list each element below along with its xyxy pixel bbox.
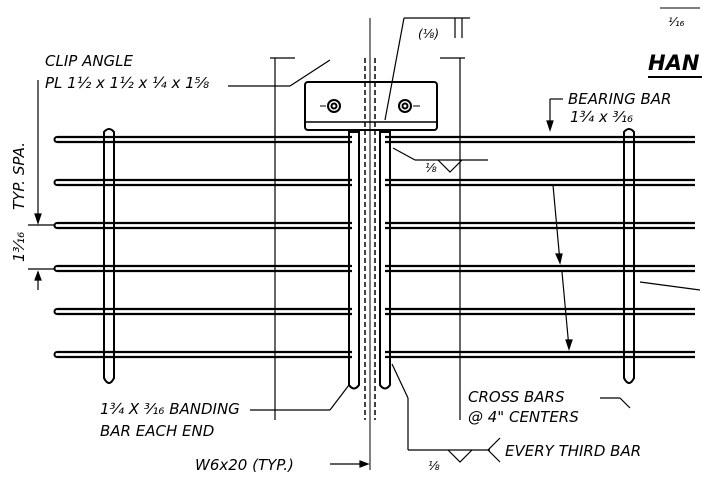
bearing-bar-title: BEARING BAR [568,90,671,108]
clip-angle-plate [304,81,438,131]
every-third-bar-label: EVERY THIRD BAR [505,442,641,460]
bearing-bar-size: 1¾ x ³⁄₁₆ [570,108,633,126]
partial-fraction: ¹⁄₁₆ [668,15,685,29]
right-edge-leader [639,281,701,291]
spacing-dimension-label: 1³⁄₁₆ [10,232,28,262]
banding-leader [250,384,350,411]
beam-outline [270,57,465,420]
banding-bar-center-right [379,131,391,390]
clip-angle-leader [228,59,331,87]
weld-symbol-bottom [391,363,501,463]
banding-bar-label-line2: BAR EACH END [100,422,214,440]
clip-angle-title: CLIP ANGLE [45,52,134,70]
weld-size-mid: ⅛ [425,161,437,175]
typ-spa-label: TYP. SPA. [10,142,28,210]
banding-bar-label-line1: 1¾ X ³⁄₁₆ BANDING [100,400,240,418]
bearing-bars-left [57,135,352,359]
beam-web-dashed [364,18,376,470]
bearing-bar-leader [546,98,573,351]
weld-size-bottom: ⅛ [428,459,440,473]
cross-bars-leader [600,397,631,409]
bar-end-caps [53,136,58,358]
weld-size-top: (⅛) [418,27,439,41]
cross-bars-label-line2: @ 4" CENTERS [468,408,579,426]
beam-label: W6x20 (TYP.) [195,456,294,474]
spacing-dimension [28,80,55,290]
banding-bar-right [623,128,635,384]
beam-leader [330,460,370,468]
bearing-bars-right [385,135,695,359]
weld-symbol-mid [392,147,488,173]
banding-bar-left [103,128,115,384]
bolt-hole-icon [398,99,420,113]
cross-bars-label-line1: CROSS BARS [468,388,565,406]
banding-bar-center-left [348,131,360,390]
weld-symbol-top [384,17,470,121]
partial-title: HAN [648,51,700,75]
clip-angle-spec: PL 1½ x 1½ x ¼ x 1⅝ [45,74,210,92]
bolt-hole-icon [320,99,341,113]
